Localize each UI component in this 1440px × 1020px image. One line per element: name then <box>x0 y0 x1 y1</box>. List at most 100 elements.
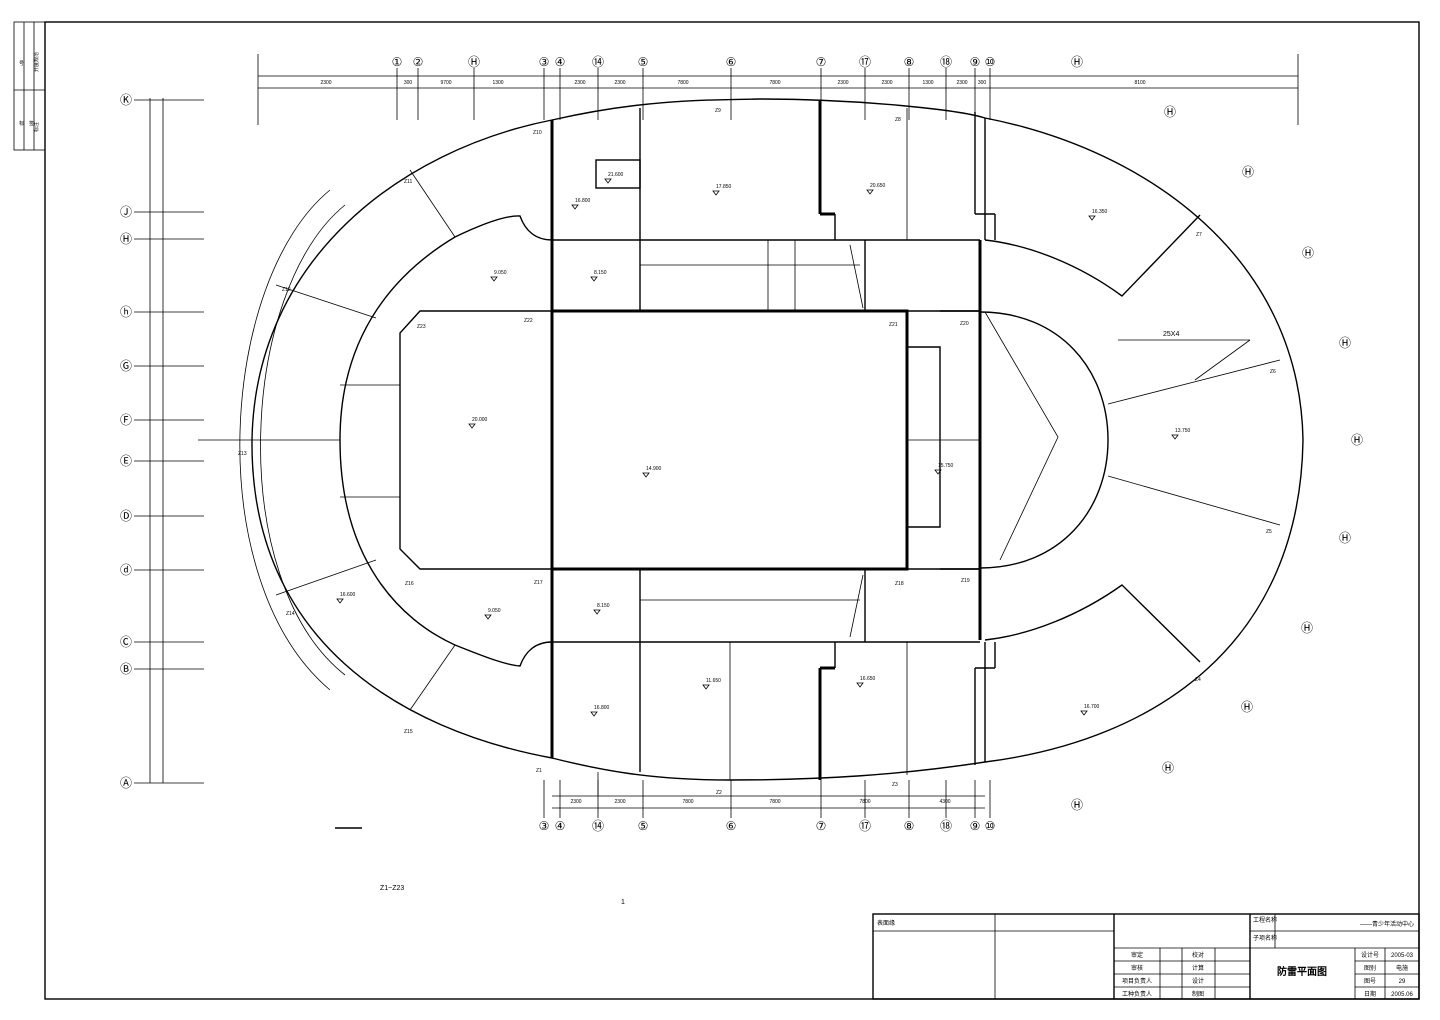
bottom-axis-6: ⑰ <box>859 819 871 833</box>
top-axis-2-label: Ⓗ <box>468 55 480 69</box>
conductor-z2: Z2 <box>716 790 722 796</box>
elevation-value: 16.350 <box>1092 209 1108 215</box>
conductor-z9: Z9 <box>715 108 721 114</box>
top-dim-2: 9700 <box>440 80 451 86</box>
left-curved-wall-bottom <box>454 641 553 667</box>
right-axis-8-label: Ⓗ <box>1162 761 1174 775</box>
bottom-dim-0: 2300 <box>570 799 581 805</box>
bottom-axis-1: ④ <box>555 819 566 833</box>
west-canopy-arc <box>239 189 331 691</box>
elevation-value: 8.150 <box>597 603 610 609</box>
revision-strip-4: 签 <box>29 120 34 127</box>
left-axis-2-label: Ⓗ <box>120 232 132 246</box>
conductor-z18: Z18 <box>895 581 904 587</box>
conductor-z10: Z10 <box>533 130 542 136</box>
tb-left-2: 项目负责人 <box>1122 977 1152 985</box>
right-axis-3: Ⓗ <box>1339 336 1351 350</box>
bottom-axis-9: ⑨ <box>970 819 981 833</box>
east-stage-arc <box>979 311 1109 569</box>
right-axis-4: Ⓗ <box>1351 433 1363 447</box>
revision-strip-1: 号 <box>19 61 24 67</box>
tb-key-2: 图号 <box>1364 978 1376 985</box>
top-axis-9: ⑰ <box>859 55 871 69</box>
left-axis-7: Ⓓ <box>120 509 132 523</box>
elevation-value: 9.050 <box>488 608 501 614</box>
top-axis-2: Ⓗ <box>468 55 480 69</box>
elevation-mark: 9.050 <box>490 270 507 282</box>
left-axis-5-label: Ⓕ <box>120 413 132 427</box>
bottom-axis-3: ⑤ <box>638 819 649 833</box>
elevation-mark: 20.000 <box>468 417 488 429</box>
conductor-z21: Z21 <box>889 322 898 328</box>
elevation-mark: 17.850 <box>712 184 732 196</box>
tb-key-3: 日期 <box>1364 990 1376 998</box>
conductor-z19: Z19 <box>961 578 970 584</box>
elevation-value: 16.650 <box>860 676 876 682</box>
right-axis-5: Ⓗ <box>1339 531 1351 545</box>
top-axis-1: ② <box>413 55 424 69</box>
top-dim-7: 7800 <box>769 80 780 86</box>
top-axis-0-label: ① <box>392 55 403 69</box>
conductor-z17: Z17 <box>534 580 543 586</box>
right-axis-7: Ⓗ <box>1241 700 1253 714</box>
bottom-axis-1-label: ④ <box>555 819 566 833</box>
right-axis-0: Ⓗ <box>1164 105 1176 119</box>
top-axis-3-label: ③ <box>539 55 550 69</box>
west-canopy-arc-inner <box>260 204 346 676</box>
elevation-value: 17.850 <box>716 184 732 190</box>
elevation-mark: 16.350 <box>1088 209 1108 221</box>
elevation-mark: 16.700 <box>1080 704 1100 716</box>
top-dim-5: 2300 <box>614 80 625 86</box>
revision-strip-3: 标 <box>19 120 24 127</box>
bottom-axis-4: ⑥ <box>726 819 737 833</box>
bottom-dim-4: 7800 <box>859 799 870 805</box>
elevation-mark: 8.150 <box>593 603 610 615</box>
top-dim-8: 2300 <box>837 80 848 86</box>
conductor-z16: Z16 <box>405 581 414 587</box>
left-axis-6-label: Ⓔ <box>120 454 132 468</box>
conductor-z23: Z23 <box>417 324 426 330</box>
bottom-axis-5-label: ⑦ <box>816 819 827 833</box>
bottom-axis-7: ⑧ <box>904 819 915 833</box>
top-axis-13-label: ⑩ <box>985 55 996 69</box>
tb-left-0: 审定 <box>1131 951 1143 959</box>
revision-strip: 号 开度规范 标 签 标注 <box>13 21 46 151</box>
top-axis-10-label: ⑧ <box>904 55 915 69</box>
right-axis-8: Ⓗ <box>1162 761 1174 775</box>
elevation-mark: 14.900 <box>642 466 662 478</box>
inner-roof-edge <box>339 236 456 646</box>
left-axis-4-label: Ⓖ <box>120 359 132 373</box>
revision-strip-5: 标注 <box>33 122 40 132</box>
bottom-axis-8: ⑱ <box>940 819 952 833</box>
elevation-mark: 15.750 <box>934 463 954 475</box>
left-axis-11: Ⓐ <box>120 776 132 790</box>
top-dim-6: 7800 <box>677 80 688 86</box>
top-axis-0: ① <box>392 55 403 69</box>
east-ring-top <box>984 214 1201 297</box>
left-axis-5: Ⓕ <box>120 413 132 427</box>
right-axis-1: Ⓗ <box>1242 165 1254 179</box>
conductor-z15: Z15 <box>404 729 413 735</box>
right-axis-4-label: Ⓗ <box>1351 433 1363 447</box>
top-axis-14: Ⓗ <box>1071 55 1083 69</box>
right-axis-7-label: Ⓗ <box>1241 700 1253 714</box>
elevation-mark: 16.800 <box>571 198 591 210</box>
right-axis-6: Ⓗ <box>1301 621 1313 635</box>
left-axis-1: Ⓙ <box>120 205 132 219</box>
elevation-mark: 16.600 <box>336 592 356 604</box>
tb-val-2: 29 <box>1399 979 1406 985</box>
conductor-z6: Z6 <box>1270 369 1276 375</box>
left-axis-10-label: Ⓑ <box>120 662 132 676</box>
east-stage-wedge <box>984 311 1059 561</box>
drawing-title: 防雷平面图 <box>1277 965 1327 978</box>
elevation-mark: 8.150 <box>590 270 607 282</box>
left-axis-2: Ⓗ <box>120 232 132 246</box>
elevation-value: 16.600 <box>340 592 356 598</box>
bottom-axis-2-label: ⑭ <box>592 819 604 833</box>
bottom-axis-10: ⑩ <box>985 819 996 833</box>
elevation-value: 8.150 <box>594 270 607 276</box>
top-axis-7-label: ⑥ <box>726 55 737 69</box>
elevation-mark: 11.650 <box>702 678 721 690</box>
